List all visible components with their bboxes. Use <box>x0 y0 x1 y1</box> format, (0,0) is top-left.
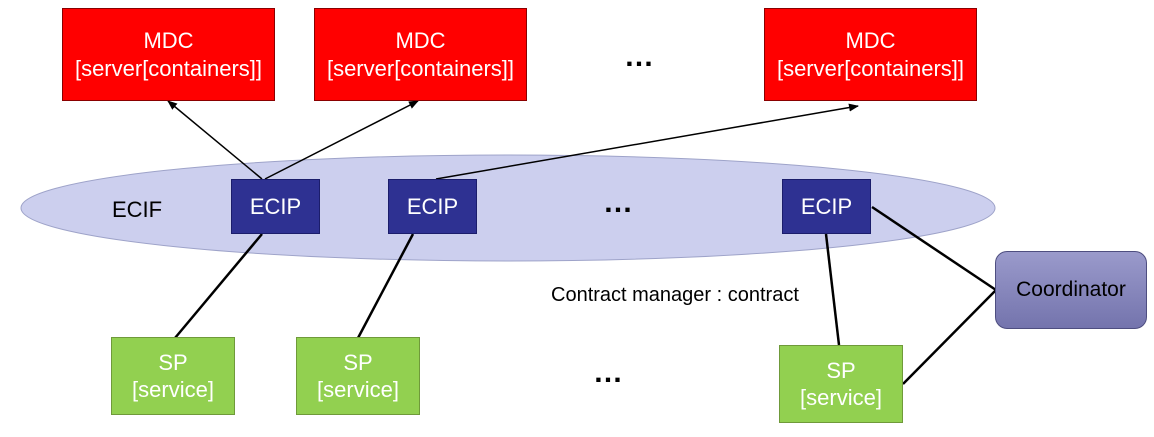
mdc-subtitle: [server[containers]] <box>326 55 515 81</box>
mdc-box-3: MDC [server[containers]] <box>764 8 977 101</box>
ecip-box-2: ECIP <box>388 179 477 234</box>
coordinator-box: Coordinator <box>995 251 1147 329</box>
sp-title: SP <box>343 349 373 375</box>
sp-title: SP <box>826 357 856 383</box>
mdc-subtitle: [server[containers]] <box>776 55 965 81</box>
ellipsis-bottom: … <box>593 356 624 389</box>
ellipsis-top: … <box>624 40 655 73</box>
sp-subtitle: [service] <box>800 385 882 410</box>
sp-box-1: SP [service] <box>111 337 235 415</box>
mdc-title: MDC <box>395 28 446 53</box>
arrow-ecip2-to-mdc3 <box>435 103 859 180</box>
connector-ecip2-sp2 <box>356 233 415 339</box>
mdc-box-1: MDC [server[containers]] <box>62 8 275 101</box>
arrow-ecip1-to-mdc1 <box>167 100 263 180</box>
sp-box-2: SP [service] <box>296 337 420 415</box>
mdc-title: MDC <box>845 28 896 53</box>
coordinator-label: Coordinator <box>1016 277 1126 301</box>
ellipsis-middle: … <box>603 186 634 219</box>
ecip-label: ECIP <box>249 193 302 219</box>
ecip-label: ECIP <box>406 193 459 219</box>
ecip-label: ECIP <box>800 193 853 219</box>
contract-manager-label: Contract manager : contract <box>551 284 799 306</box>
sp-subtitle: [service] <box>132 377 214 402</box>
connector-sp3-coordinator <box>902 289 997 385</box>
mdc-title: MDC <box>143 28 194 53</box>
connector-ecip3-coordinator <box>871 205 997 292</box>
mdc-subtitle: [server[containers]] <box>74 55 263 81</box>
mdc-box-2: MDC [server[containers]] <box>314 8 527 101</box>
connector-ecip1-sp1 <box>174 233 263 339</box>
ecip-box-3: ECIP <box>782 179 871 234</box>
arrow-ecip1-to-mdc2 <box>264 100 419 180</box>
ecip-box-1: ECIP <box>231 179 320 234</box>
ecif-label: ECIF <box>112 197 163 222</box>
connector-ecip3-sp3 <box>824 233 841 346</box>
sp-subtitle: [service] <box>317 377 399 402</box>
sp-title: SP <box>158 349 188 375</box>
sp-box-3: SP [service] <box>779 345 903 423</box>
